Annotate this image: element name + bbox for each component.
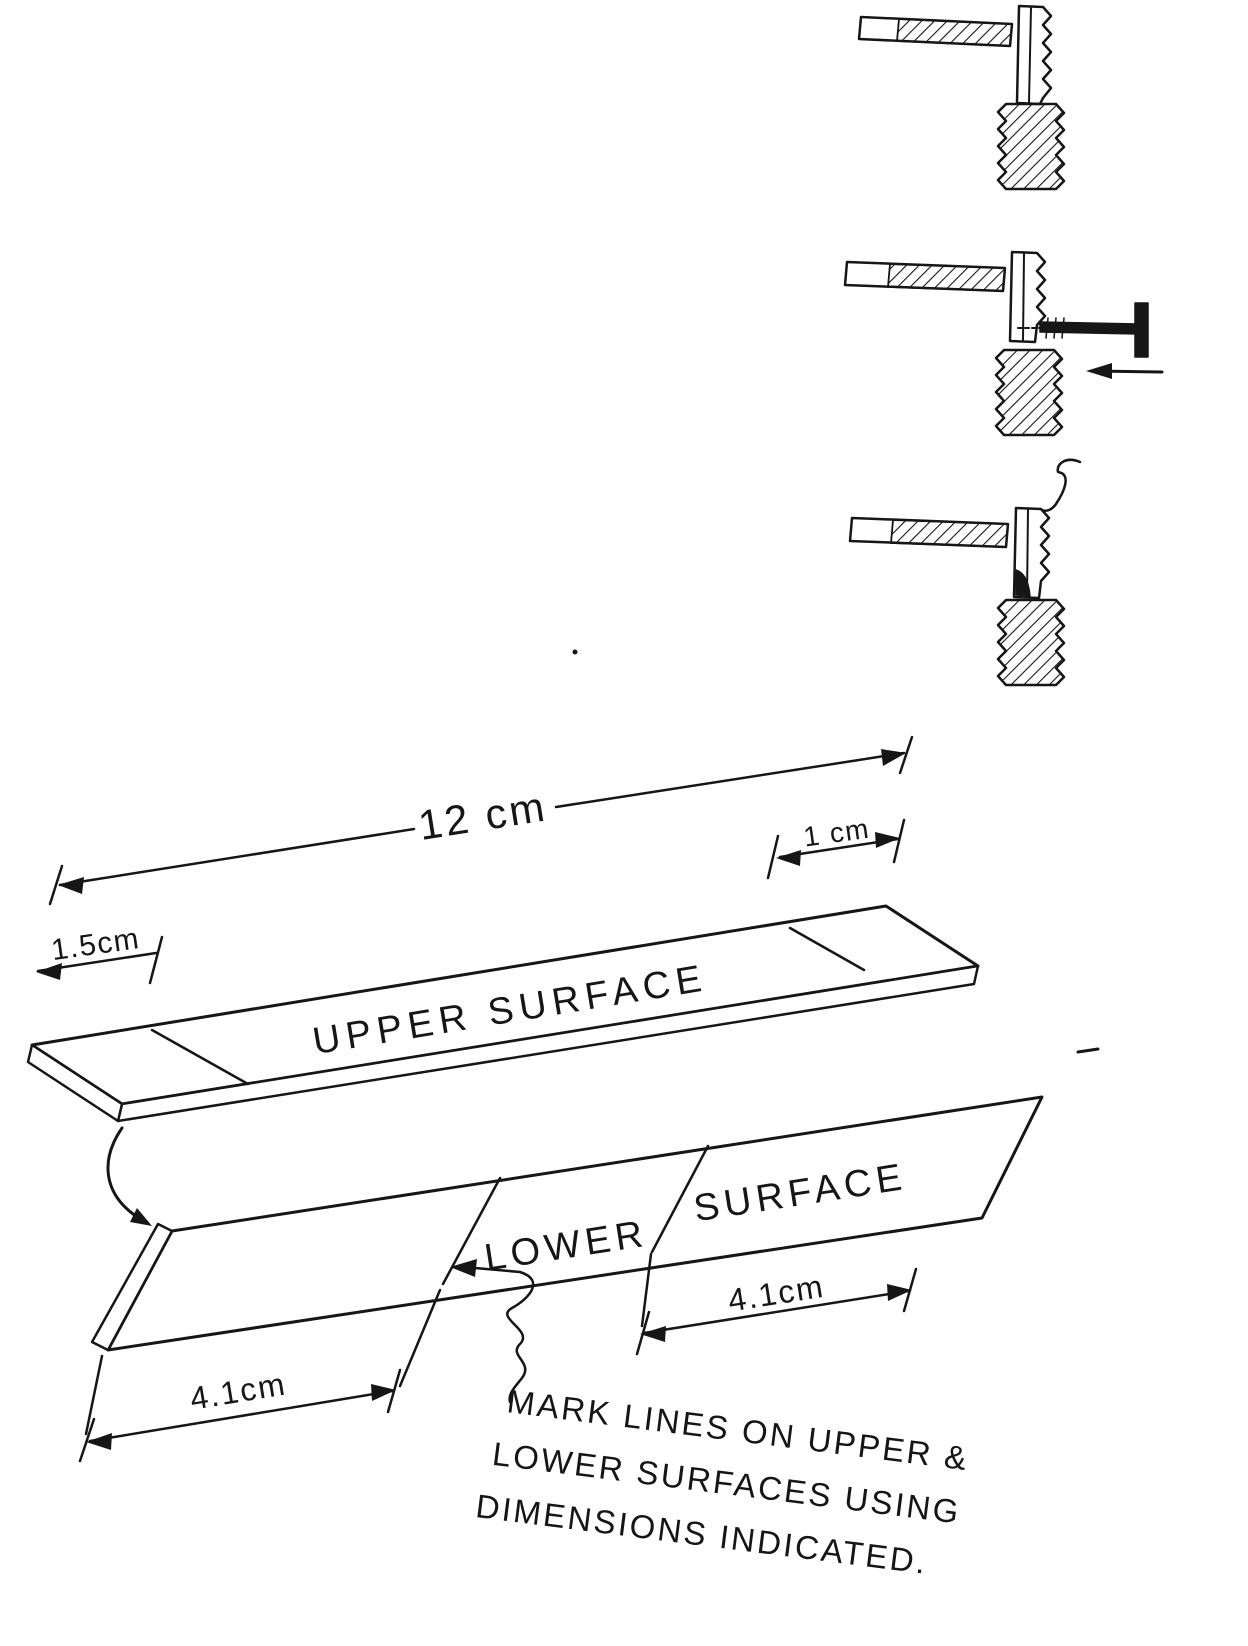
corner-fill bbox=[1015, 569, 1031, 597]
corner-joint-section-detail-3 bbox=[848, 458, 1082, 687]
stray-marks bbox=[572, 649, 1100, 1054]
dim-arrow-right bbox=[887, 1284, 912, 1301]
dim-line-left bbox=[58, 827, 416, 887]
ext-line-left bbox=[640, 1252, 653, 1328]
dim-label-1cm: 1 cm bbox=[802, 813, 872, 853]
dim-tick-right bbox=[892, 818, 906, 864]
hook-curl bbox=[1040, 458, 1082, 512]
dim-tick-right bbox=[898, 735, 914, 775]
dimension-lower-right: 4.1cm bbox=[635, 1252, 918, 1356]
lower-strip-end-edge bbox=[90, 1222, 174, 1352]
bracket-inner-line bbox=[1028, 7, 1032, 103]
dim-arrow-left bbox=[58, 877, 84, 894]
dim-label-4-1cm-left: 4.1cm bbox=[187, 1365, 289, 1416]
dim-arrow-right bbox=[371, 1384, 396, 1401]
lower-mark-right bbox=[650, 1144, 710, 1254]
flip-over-arrow bbox=[106, 1126, 152, 1226]
lower-strip: LOWER SURFACE bbox=[90, 1095, 1044, 1352]
bolt-threads bbox=[1045, 317, 1065, 339]
note-text: MARK LINES ON UPPER & LOWER SURFACES USI… bbox=[474, 1382, 971, 1581]
callout-squiggle bbox=[506, 1270, 535, 1404]
horizontal-member-hatch bbox=[896, 18, 1013, 47]
horizontal-member-hatch bbox=[887, 263, 1006, 292]
callout-arrow-tail bbox=[473, 1266, 522, 1274]
stray-dot bbox=[572, 649, 578, 655]
upper-strip-end-edge bbox=[26, 1043, 124, 1123]
flip-arrow-head bbox=[130, 1208, 152, 1226]
serrated-wall-block bbox=[996, 102, 1066, 191]
dim-arrow-left bbox=[36, 963, 62, 980]
upper-mark-right bbox=[788, 926, 866, 972]
ext-line-right bbox=[398, 1288, 442, 1388]
serrated-wall-block bbox=[994, 348, 1064, 437]
serrated-wall-block bbox=[996, 598, 1066, 687]
flip-arrow-curve bbox=[106, 1126, 144, 1222]
dim-tick-left bbox=[48, 864, 64, 906]
corner-joint-section-detail-2 bbox=[843, 250, 1164, 437]
vertical-bracket bbox=[1008, 250, 1047, 344]
bracket-inner-line bbox=[1022, 253, 1025, 341]
dim-tick-left bbox=[766, 834, 780, 880]
dim-arrow-right bbox=[875, 832, 900, 848]
dim-arrow-left bbox=[86, 1433, 112, 1450]
bolt-head bbox=[1134, 302, 1149, 358]
dim-label-4-1cm-right: 4.1cm bbox=[725, 1268, 827, 1319]
dimension-overall-length: 12 cm bbox=[48, 735, 914, 906]
upper-strip: UPPER SURFACE bbox=[26, 904, 980, 1123]
dim-arrow-right bbox=[881, 749, 906, 766]
dim-arrow-left bbox=[640, 1326, 666, 1342]
dim-line bbox=[642, 1289, 910, 1335]
dim-label-12cm: 12 cm bbox=[415, 782, 550, 849]
dim-label-1-5cm: 1.5cm bbox=[49, 922, 142, 967]
dim-tick-left bbox=[78, 1417, 96, 1463]
insert-arrow-head bbox=[1086, 363, 1112, 379]
stray-dash bbox=[1076, 1047, 1100, 1054]
dim-line bbox=[88, 1389, 394, 1443]
dimension-left-offset: 1.5cm bbox=[36, 922, 164, 985]
dim-arrow-left bbox=[776, 850, 801, 866]
callout-arrow-head bbox=[450, 1259, 477, 1277]
vertical-bracket bbox=[1015, 4, 1053, 106]
upper-mark-left bbox=[150, 1028, 250, 1086]
dim-tick-right bbox=[148, 935, 164, 985]
note-callout: MARK LINES ON UPPER & LOWER SURFACES USI… bbox=[450, 1259, 971, 1581]
dim-tick-right bbox=[386, 1368, 402, 1414]
dimension-right-offset: 1 cm bbox=[766, 813, 906, 880]
ext-line-left bbox=[84, 1354, 104, 1436]
dim-line-right bbox=[554, 751, 906, 809]
corner-joint-section-detail-1 bbox=[857, 4, 1066, 191]
horizontal-member-hatch bbox=[890, 519, 1009, 548]
